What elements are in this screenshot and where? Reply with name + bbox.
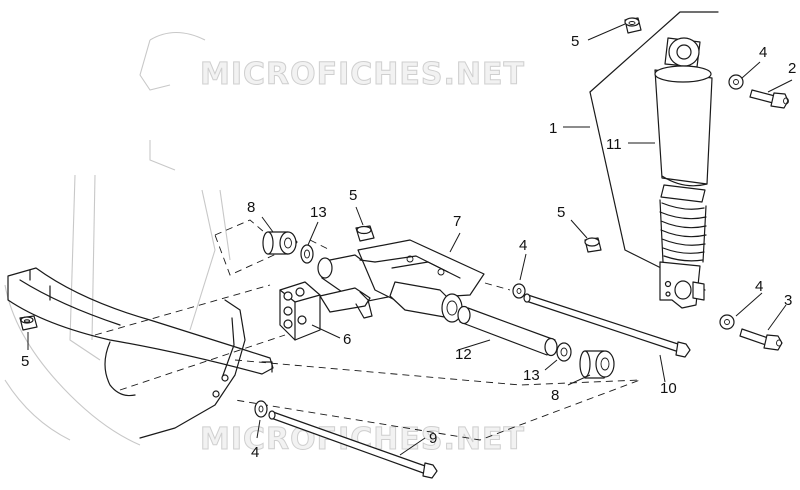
nut-middle [355,225,375,242]
callout-5-top: 5 [571,33,579,50]
callout-4-middle: 4 [519,237,527,254]
shock-absorber [589,11,719,309]
washer-lower [556,342,572,362]
long-bolt-9 [268,410,438,479]
leader-lines [27,23,793,456]
washer-top [728,74,744,90]
bolt-3 [739,328,783,351]
rubber-block [279,281,321,341]
nut-top [624,17,642,34]
bolt-2 [749,89,789,109]
washer-right [719,314,735,330]
callout-5-middle: 5 [349,187,357,204]
spacer-tube [457,305,558,357]
washer-upper [300,244,314,264]
callout-2: 2 [788,60,796,77]
callout-4-top: 4 [759,44,767,61]
callout-10: 10 [660,380,677,397]
callout-13-lower: 13 [523,367,540,384]
callout-11: 11 [606,136,622,153]
washer-middle [512,283,526,299]
callout-13-upper: 13 [310,204,327,221]
callout-4-right: 4 [755,278,763,295]
callout-12: 12 [455,346,472,363]
callout-6: 6 [343,331,351,348]
bushing-upper [262,231,298,255]
callout-1: 1 [549,120,557,137]
callout-7: 7 [453,213,461,230]
long-bolt-10 [523,293,691,358]
swingarm-frame [7,267,274,439]
background-frame-ghost [4,31,231,446]
callout-labels: 5 4 2 1 11 5 7 5 13 8 4 4 3 6 12 13 8 10… [21,33,796,461]
watermark-top: MICROFICHES.NET [200,57,525,92]
watermark-bottom: MICROFICHES.NET [200,422,525,457]
callout-9: 9 [429,430,437,447]
callout-8-upper: 8 [247,199,255,216]
callout-5-left: 5 [21,353,29,370]
bushing-lower [579,350,615,379]
callout-5-right: 5 [557,204,565,221]
callout-8-lower: 8 [551,387,559,404]
callout-3: 3 [784,292,792,309]
washer-lower-left [254,400,268,418]
nut-left [19,315,38,331]
nut-right [584,237,602,253]
rocker-link [317,239,485,323]
callout-4-lower: 4 [251,444,259,461]
